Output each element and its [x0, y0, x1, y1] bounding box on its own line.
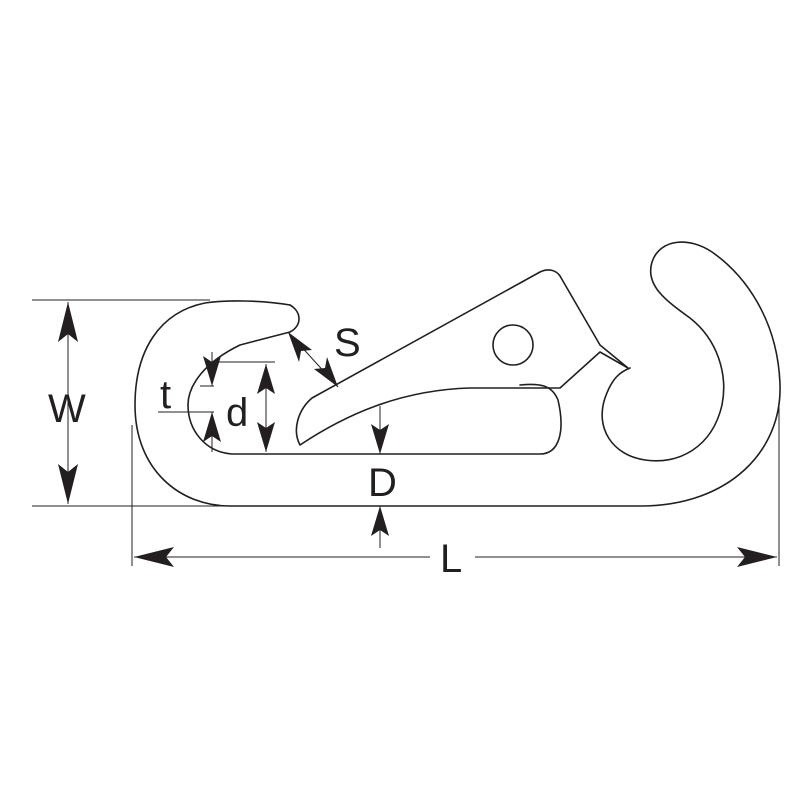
- d-arrow-top: [257, 364, 275, 394]
- d-thickness-arrow-top: [371, 424, 389, 454]
- l-arrow-right: [737, 547, 777, 567]
- label-t: t: [160, 373, 171, 417]
- label-d: d: [226, 391, 248, 435]
- hook-outer-contour: [134, 241, 781, 507]
- inner-eye: [187, 383, 562, 455]
- label-l: L: [440, 537, 462, 581]
- s-arrow-top: [288, 332, 312, 362]
- d-thickness-arrow-bottom: [371, 506, 389, 536]
- t-arrow-top: [203, 356, 221, 386]
- upper-jaw: [187, 304, 300, 406]
- label-s: S: [334, 321, 361, 365]
- spring-gate: [295, 269, 629, 446]
- snap-hook-body: [134, 241, 781, 507]
- dimension-labels: W L t d S D: [48, 321, 462, 581]
- gate-outline: [295, 269, 629, 446]
- label-d-thickness: D: [368, 461, 397, 505]
- d-arrow-bottom: [257, 422, 275, 452]
- s-arrow-bottom: [314, 357, 338, 387]
- label-w: W: [48, 387, 86, 431]
- gate-pivot-rivet: [492, 324, 534, 366]
- t-arrow-bottom: [203, 412, 221, 442]
- w-arrow-top: [58, 302, 78, 342]
- dimension-lines: [32, 299, 780, 567]
- w-arrow-bottom: [58, 464, 78, 504]
- l-arrow-left: [134, 547, 174, 567]
